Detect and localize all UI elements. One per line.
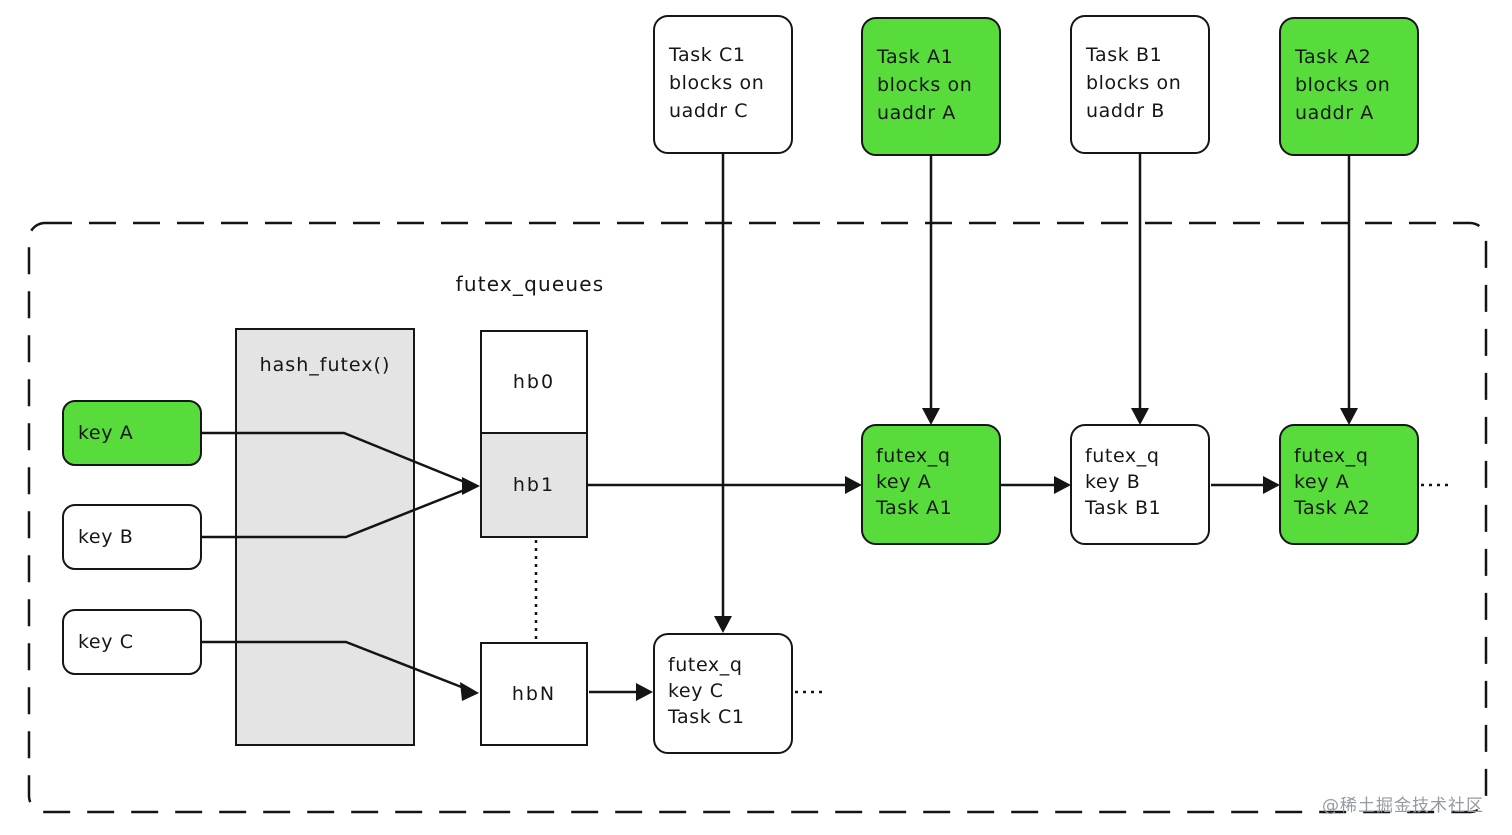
- task-c1-line2: blocks on: [669, 72, 765, 94]
- task-a2-line2: blocks on: [1295, 74, 1391, 96]
- task-b1-line2: blocks on: [1086, 72, 1182, 94]
- key-b-label: key B: [78, 526, 134, 548]
- fq-b1-line2: key B: [1085, 471, 1141, 493]
- task-a1-line2: blocks on: [877, 74, 973, 96]
- arrowhead-task-c1: [714, 616, 732, 633]
- arrowhead-hb1: [462, 477, 480, 495]
- hb0-label: hb0: [512, 371, 556, 393]
- task-b1-box: Task B1 blocks on uaddr B: [1070, 15, 1210, 154]
- hash-bucket-hb0: hb0: [480, 330, 588, 434]
- fq-c1-line2: key C: [668, 680, 724, 702]
- task-a1-box: Task A1 blocks on uaddr A: [861, 17, 1001, 156]
- futex-q-key-c-task-c1-box: futex_q key C Task C1: [653, 633, 793, 754]
- hash-futex-box: hash_futex(): [235, 328, 415, 746]
- arrowhead-task-b1: [1131, 408, 1149, 425]
- fq-a2-line2: key A: [1294, 471, 1350, 493]
- fq-a2-line1: futex_q: [1294, 445, 1369, 467]
- key-a-box: key A: [62, 400, 202, 466]
- task-b1-line3: uaddr B: [1086, 100, 1165, 122]
- key-b-box: key B: [62, 504, 202, 570]
- hash-bucket-hb1: hb1: [480, 432, 588, 538]
- task-c1-line3: uaddr C: [669, 100, 749, 122]
- task-a2-line1: Task A2: [1295, 46, 1372, 68]
- key-c-box: key C: [62, 609, 202, 675]
- arrowhead-futex-q-b1: [1054, 476, 1071, 494]
- fq-a1-line3: Task A1: [876, 497, 953, 519]
- arrowhead-futex-q-a2: [1263, 476, 1280, 494]
- futex-q-key-a-task-a2-box: futex_q key A Task A2: [1279, 424, 1419, 545]
- fq-a1-line1: futex_q: [876, 445, 951, 467]
- task-c1-line1: Task C1: [669, 44, 746, 66]
- arrowhead-futex-q-a1: [845, 476, 862, 494]
- hb1-label: hb1: [512, 474, 556, 496]
- fq-c1-line1: futex_q: [668, 654, 743, 676]
- task-a2-line3: uaddr A: [1295, 102, 1374, 124]
- task-a2-box: Task A2 blocks on uaddr A: [1279, 17, 1419, 156]
- hbn-label: hbN: [511, 683, 557, 705]
- hash-futex-label: hash_futex(): [259, 354, 391, 376]
- futex-queues-label: futex_queues: [455, 272, 605, 296]
- fq-a2-line3: Task A2: [1294, 497, 1371, 519]
- fq-c1-line3: Task C1: [668, 706, 745, 728]
- task-b1-line1: Task B1: [1086, 44, 1163, 66]
- futex-q-key-b-task-b1-box: futex_q key B Task B1: [1070, 424, 1210, 545]
- key-a-label: key A: [78, 422, 134, 444]
- futex-q-key-a-task-a1-box: futex_q key A Task A1: [861, 424, 1001, 545]
- fq-b1-line1: futex_q: [1085, 445, 1160, 467]
- task-c1-box: Task C1 blocks on uaddr C: [653, 15, 793, 154]
- arrowhead-task-a2: [1340, 408, 1358, 425]
- fq-b1-line3: Task B1: [1085, 497, 1162, 519]
- task-a1-line3: uaddr A: [877, 102, 956, 124]
- hash-bucket-hbn: hbN: [480, 642, 588, 746]
- task-a1-line1: Task A1: [877, 46, 954, 68]
- arrowhead-hbn: [460, 682, 479, 701]
- arrowhead-futex-q-c: [636, 683, 653, 701]
- key-c-label: key C: [78, 631, 134, 653]
- watermark-text: @稀土掘金技术社区: [1322, 796, 1484, 816]
- fq-a1-line2: key A: [876, 471, 932, 493]
- arrowhead-task-a1: [922, 408, 940, 425]
